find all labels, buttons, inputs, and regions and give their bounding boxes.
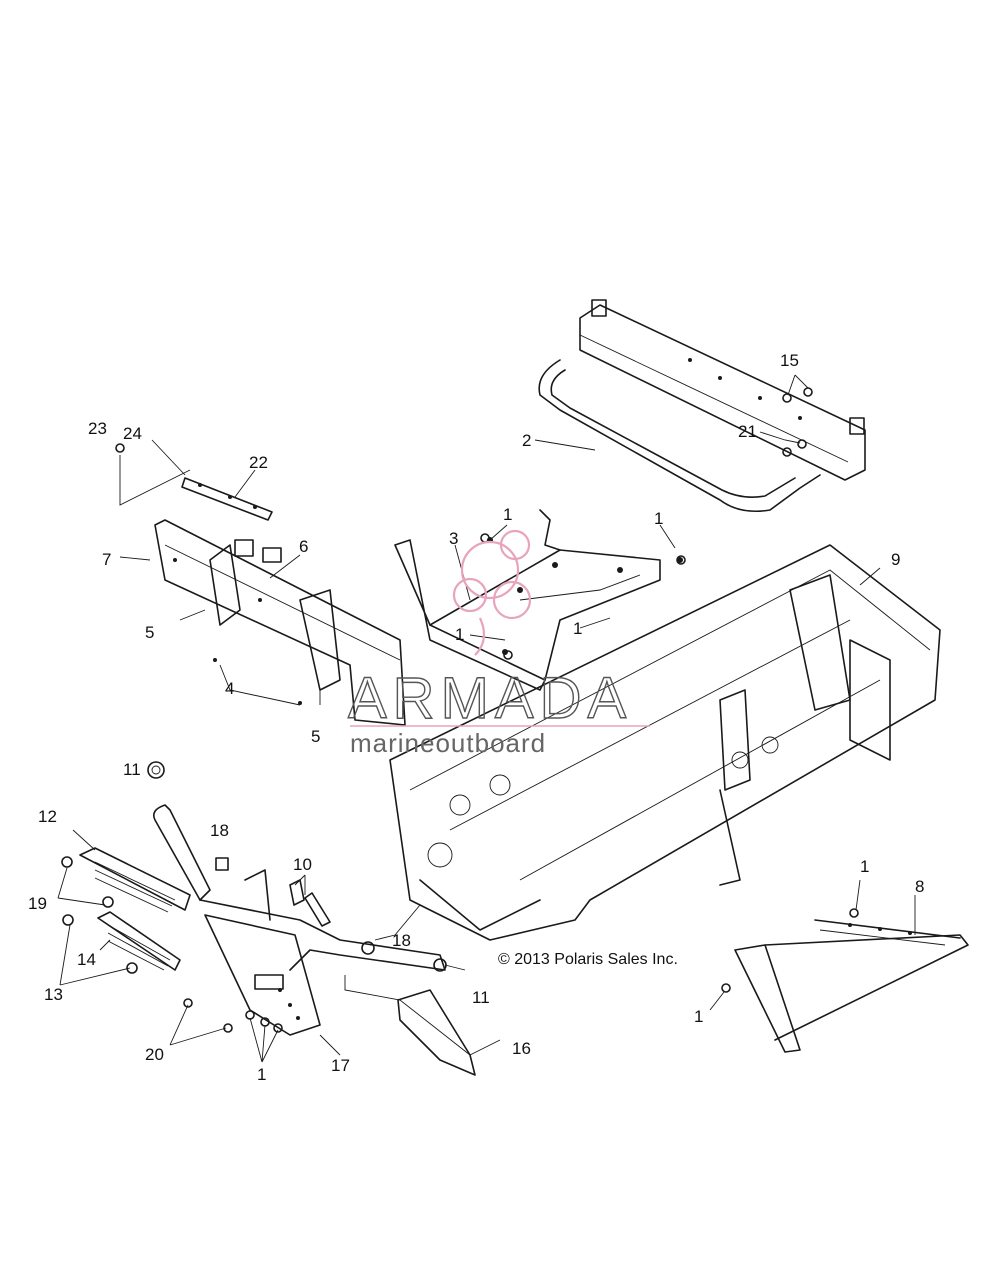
callout-21: 21 — [738, 422, 757, 441]
part-12-upper-grille — [79, 847, 191, 913]
part-16-skid-plate — [397, 989, 476, 1076]
watermark-tagline: marineoutboard — [350, 728, 546, 758]
callout-1-seat-bottom-left: 1 — [455, 625, 464, 644]
callout-22: 22 — [249, 453, 268, 472]
part-2-cargo-frame — [538, 299, 866, 513]
callout-24: 24 — [123, 424, 142, 443]
leader-lines — [57, 374, 916, 1063]
part-17-front-bumper — [152, 804, 446, 1036]
watermark: ARMADA marineoutboard — [347, 529, 650, 758]
callout-1-rear-bottom: 1 — [694, 1007, 703, 1026]
callout-10: 10 — [293, 855, 312, 874]
callout-11-upper: 11 — [123, 760, 141, 779]
part-3-seat-bracket — [394, 509, 683, 691]
callout-1-seat-top: 1 — [503, 505, 512, 524]
callout-19: 19 — [28, 894, 47, 913]
callout-9: 9 — [891, 550, 900, 569]
callout-14: 14 — [77, 950, 96, 969]
callout-2: 2 — [522, 431, 531, 450]
copyright-notice: © 2013 Polaris Sales Inc. — [498, 951, 678, 968]
callout-7: 7 — [102, 550, 111, 569]
callout-1-rear-top: 1 — [860, 857, 869, 876]
callout-11-lower: 11 — [472, 988, 490, 1007]
callout-1-seat-bottom-right: 1 — [573, 619, 582, 638]
callout-18-lower: 18 — [392, 931, 411, 950]
callout-16: 16 — [512, 1039, 531, 1058]
callout-20: 20 — [145, 1045, 164, 1064]
part-8-rear-extension — [734, 919, 969, 1053]
callout-5-upper: 5 — [145, 623, 154, 642]
callout-1-seat-right: 1 — [654, 509, 663, 528]
part-14-lower-grille — [97, 911, 181, 971]
callout-1-bumper: 1 — [257, 1065, 266, 1084]
watermark-flower-icon — [452, 529, 532, 656]
watermark-brand: ARMADA — [348, 666, 632, 731]
callout-13: 13 — [44, 985, 63, 1004]
hardware-fasteners — [61, 387, 859, 1033]
callout-6: 6 — [299, 537, 308, 556]
part-9-main-chassis — [389, 544, 941, 941]
callout-23: 23 — [88, 419, 107, 438]
callout-17: 17 — [331, 1056, 350, 1075]
callout-5-lower: 5 — [311, 727, 320, 746]
callout-4: 4 — [225, 679, 234, 698]
callout-12: 12 — [38, 807, 57, 826]
callout-8: 8 — [915, 877, 924, 896]
callout-18-upper: 18 — [210, 821, 229, 840]
callout-15: 15 — [780, 351, 799, 370]
part-22-strip — [181, 477, 273, 521]
callout-3: 3 — [449, 529, 458, 548]
callout-labels: 2 15 21 23 24 22 7 6 5 4 5 3 1 1 1 1 9 1… — [28, 351, 924, 1084]
part-7-front-frame — [154, 519, 406, 726]
